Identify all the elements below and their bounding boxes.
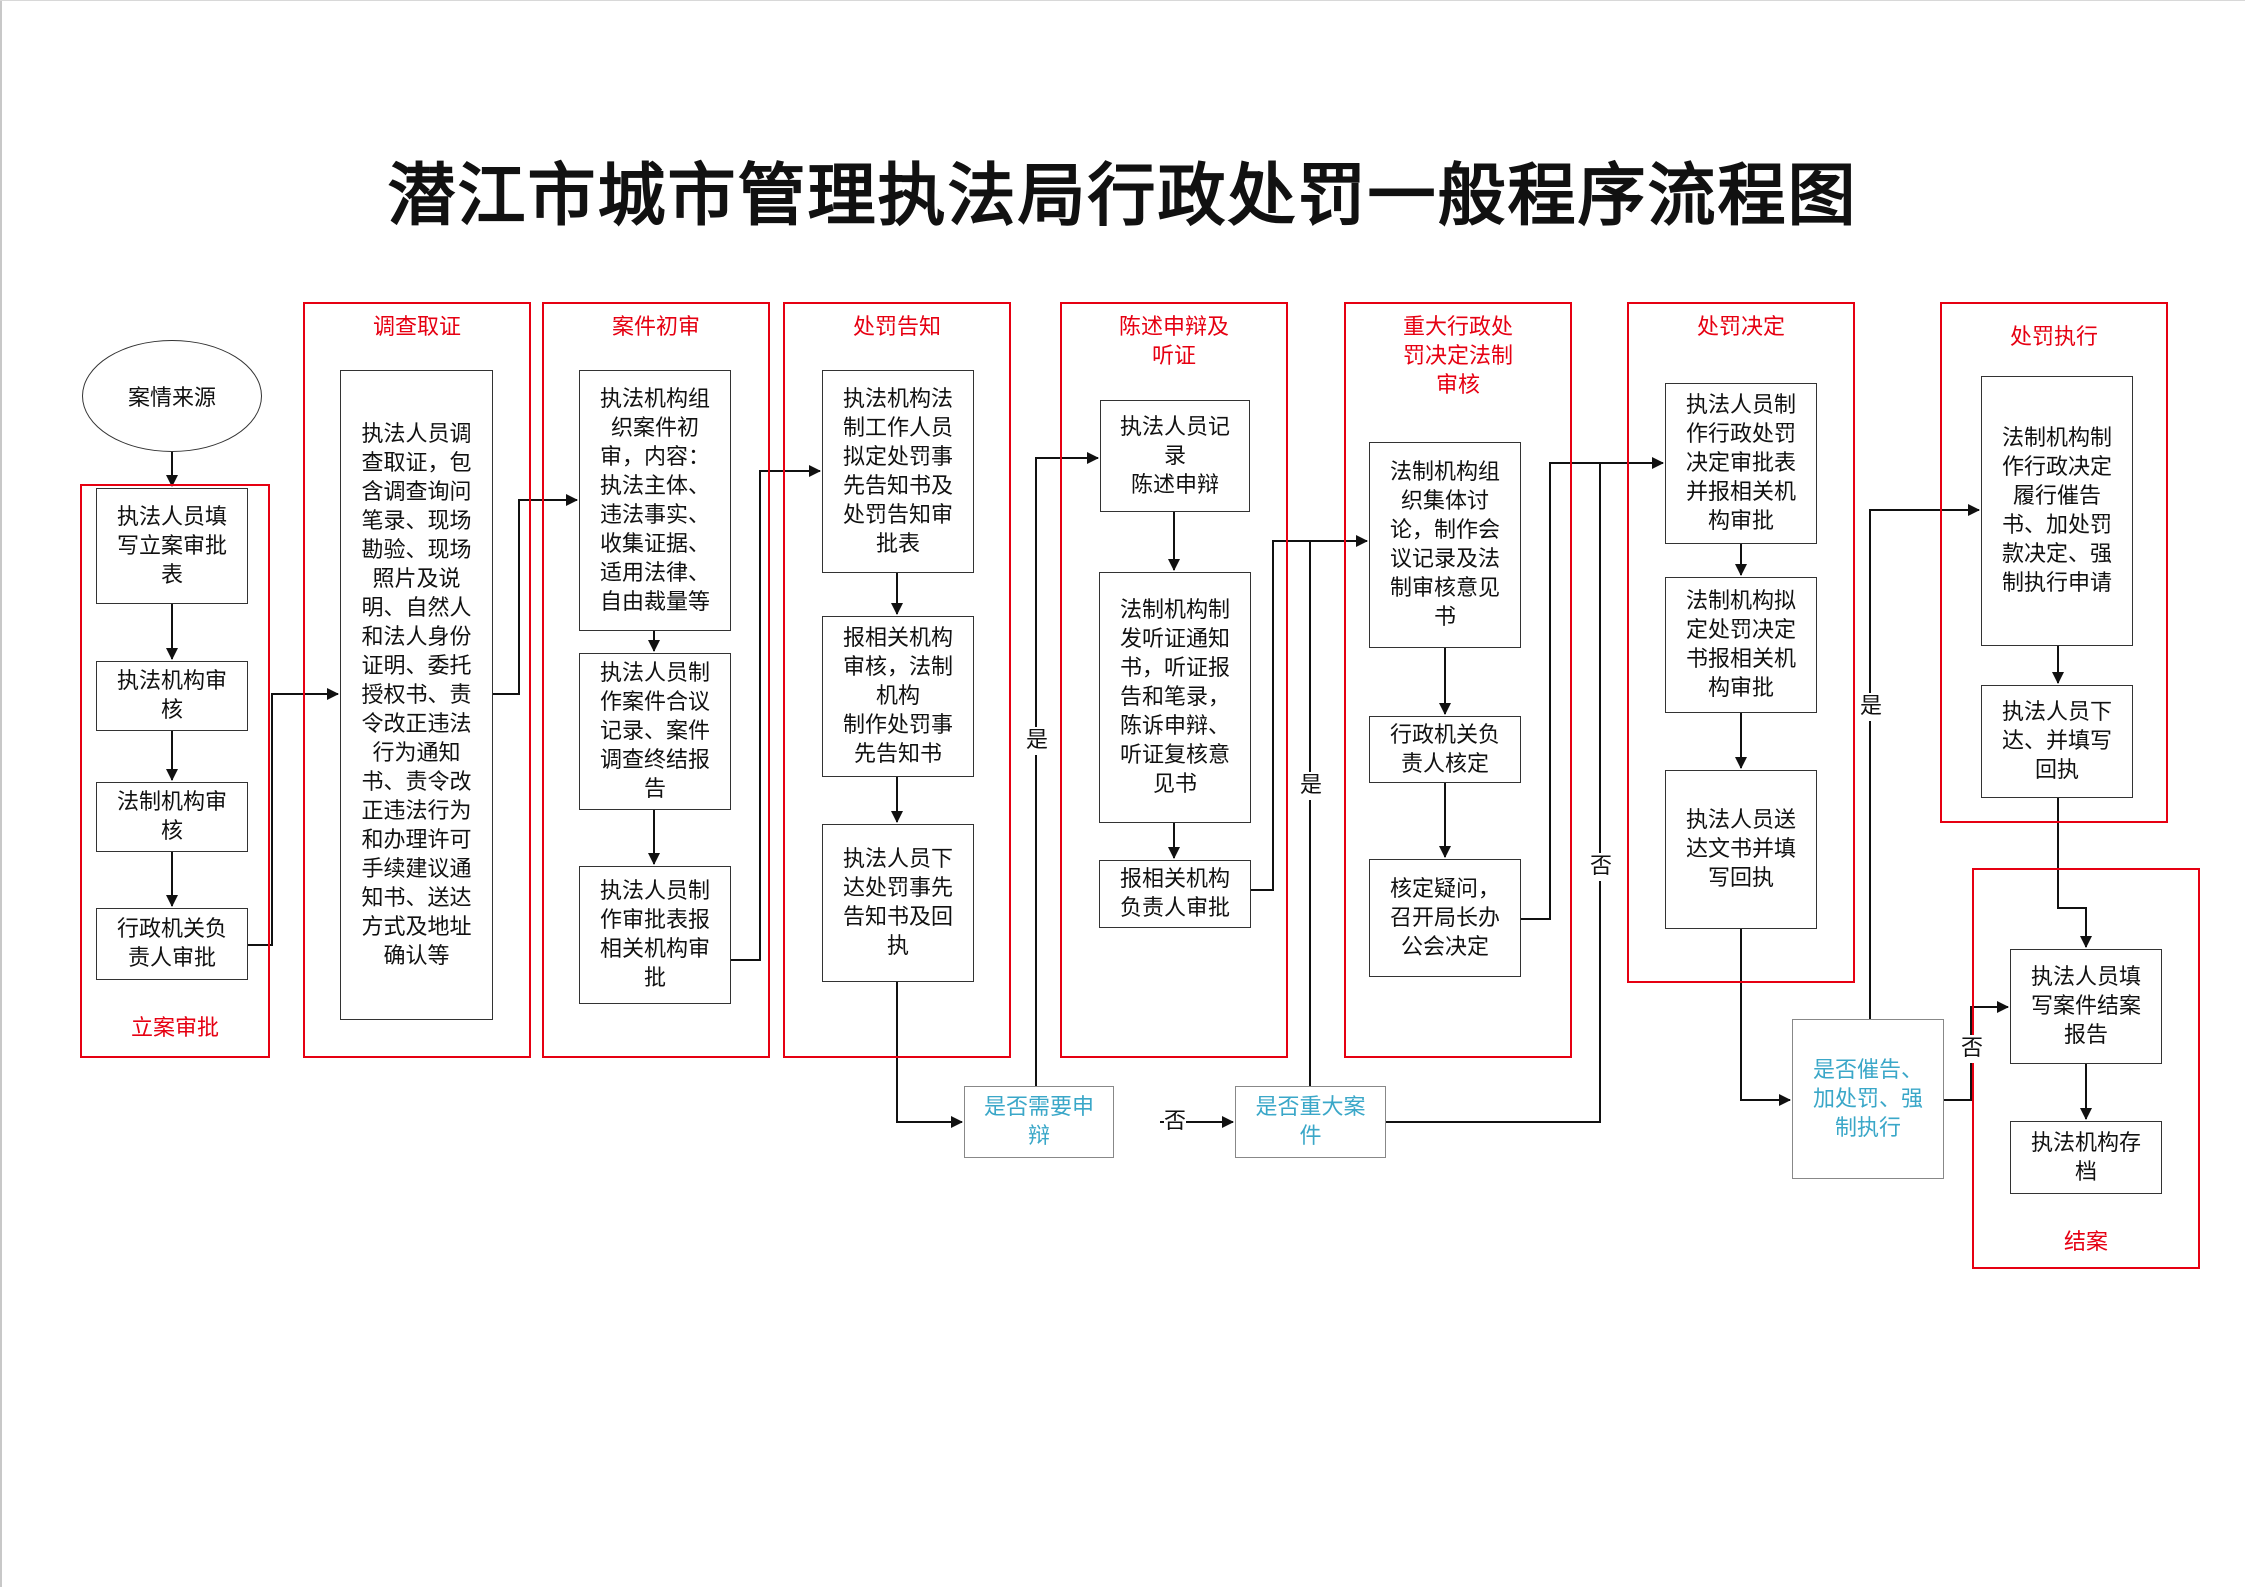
box-hearing-notice: 法制机构制 发听证通知 书，听证报 告和笔录， 陈诉申辩、 听证复核意 见书 — [1099, 572, 1251, 823]
stage-closing-label: 结案 — [2063, 1230, 2108, 1255]
arrow-notice-to-d1 — [896, 982, 963, 1128]
box-head-verification: 行政机关负 责人核定 — [1369, 716, 1521, 783]
stage-legal-review-label: 重大行政处 罚决定法制 审核 — [1402, 315, 1513, 398]
box-issue-and-receipt-text: 执法人员下 达、并填写 回执 — [2001, 700, 2112, 783]
arrow-d1-yes-to-hearing — [1035, 452, 1099, 1086]
edge-label-d1-yes: 是 — [1026, 727, 1049, 755]
box-head-verification-text: 行政机关负 责人核定 — [1389, 722, 1500, 777]
edge-label-d2-no: 否 — [1590, 853, 1613, 881]
page-border-left — [0, 0, 2, 1587]
arrow-d3-yes-to-execution — [1869, 504, 1980, 1019]
box-head-approval-text: 行政机关负 责人审批 — [116, 917, 227, 971]
start-terminal: 案情来源 — [82, 340, 262, 452]
stage-hearing — [1060, 302, 1288, 1058]
box-serve-documents-text: 执法人员送 达文书并填 写回执 — [1685, 808, 1796, 891]
edge-label-d3-yes: 是 — [1860, 693, 1883, 721]
box-investigation-text: 执法人员调 查取证，包 含调查询问 笔录、现场 勘验、现场 照片及说 明、自然人… — [361, 421, 472, 969]
box-notice-review: 报相关机构 审核，法制 机构 制作处罚事 先告知书 — [822, 616, 974, 777]
box-hearing-notice-text: 法制机构制 发听证通知 书，听证报 告和笔录， 陈诉申辩、 听证复核意 见书 — [1119, 598, 1230, 797]
box-enforcement-agency-review: 执法机构审 核 — [96, 661, 248, 731]
stage-investigation — [303, 302, 531, 1058]
box-enforcement-documents-text: 法制机构制 作行政决定 履行催告 书、加处罚 款决定、强 制执行申请 — [2001, 426, 2112, 596]
edge-label-d1-no: 否 — [1164, 1108, 1187, 1136]
box-legal-agency-review-text: 法制机构审 核 — [116, 790, 227, 844]
stage-preliminary — [542, 302, 770, 1058]
edge-label-d2-yes: 是 — [1300, 772, 1323, 800]
box-deliberation-record-text: 执法人员制 作案件合议 记录、案件 调查终结报 告 — [599, 661, 710, 802]
box-fill-filing-form: 执法人员填 写立案审批 表 — [96, 488, 248, 604]
stage-closing — [1972, 868, 2200, 1269]
box-closing-report: 执法人员填 写案件结案 报告 — [2010, 949, 2162, 1064]
box-closing-report-text: 执法人员填 写案件结案 报告 — [2030, 965, 2141, 1048]
box-notice-review-text: 报相关机构 审核，法制 机构 制作处罚事 先告知书 — [842, 626, 953, 767]
box-record-statement-text: 执法人员记 录 陈述申辩 — [1119, 414, 1230, 498]
start-label: 案情来源 — [127, 386, 216, 411]
stage-investigation-label: 调查取证 — [372, 315, 461, 340]
box-enforcement-agency-review-text: 执法机构审 核 — [116, 669, 227, 723]
stage-filing-label: 立案审批 — [130, 1016, 219, 1041]
box-approval-form-text: 执法人员制 作审批表报 相关机构审 批 — [599, 879, 710, 991]
arrow-hearing-to-legal-review — [1249, 535, 1368, 891]
decision-enforcement-needed-text: 是否催告、 加处罚、强 制执行 — [1812, 1057, 1923, 1141]
arrow-preliminary-to-notice — [731, 465, 821, 961]
box-hearing-approval: 报相关机构 负责人审批 — [1099, 860, 1251, 928]
line-d2-no-to-decision — [1386, 463, 1601, 1123]
box-collective-discussion: 法制机构组 织集体讨 论，制作会 议记录及法 制审核意见 书 — [1369, 442, 1521, 648]
box-archive-text: 执法机构存 档 — [2030, 1130, 2141, 1185]
stage-filing — [80, 484, 270, 1058]
box-draft-decision-text: 法制机构拟 定处罚决定 书报相关机 构审批 — [1685, 589, 1796, 701]
box-preliminary-review: 执法机构组 织案件初 审，内容： 执法主体、 违法事实、 收集证据、 适用法律、… — [579, 370, 731, 631]
box-director-meeting-text: 核定疑问， 召开局长办 公会决定 — [1389, 876, 1500, 960]
arrow-execution-to-closing — [2057, 798, 2092, 948]
box-preliminary-review-text: 执法机构组 织案件初 审，内容： 执法主体、 违法事实、 收集证据、 适用法律、… — [599, 386, 710, 615]
arrow-f4-to-investigation — [248, 688, 339, 946]
box-hearing-approval-text: 报相关机构 负责人审批 — [1119, 867, 1230, 921]
stage-decision — [1627, 302, 1855, 983]
box-investigation: 执法人员调 查取证，包 含调查询问 笔录、现场 勘验、现场 照片及说 明、自然人… — [340, 370, 493, 1020]
stage-execution-label: 处罚执行 — [2009, 325, 2098, 350]
edge-label-d3-no: 否 — [1961, 1035, 1984, 1063]
box-head-approval: 行政机关负 责人审批 — [96, 908, 248, 980]
box-collective-discussion-text: 法制机构组 织集体讨 论，制作会 议记录及法 制审核意见 书 — [1389, 460, 1500, 630]
stage-legal-review — [1344, 302, 1572, 1058]
box-decision-approval-form: 执法人员制 作行政处罚 决定审批表 并报相关机 构审批 — [1665, 383, 1817, 544]
box-draft-notice-text: 执法机构法 制工作人员 拟定处罚事 先告知书及 处罚告知审 批表 — [842, 386, 953, 557]
stage-execution — [1940, 302, 2168, 823]
box-issue-and-receipt: 执法人员下 达、并填写 回执 — [1981, 685, 2133, 798]
box-record-statement: 执法人员记 录 陈述申辩 — [1100, 400, 1250, 512]
decision-enforcement-needed: 是否催告、 加处罚、强 制执行 — [1792, 1019, 1944, 1179]
box-serve-documents: 执法人员送 达文书并填 写回执 — [1665, 770, 1817, 929]
box-archive: 执法机构存 档 — [2010, 1121, 2162, 1194]
box-draft-decision: 法制机构拟 定处罚决定 书报相关机 构审批 — [1665, 577, 1817, 713]
box-enforcement-documents: 法制机构制 作行政决定 履行催告 书、加处罚 款决定、强 制执行申请 — [1981, 376, 2133, 646]
stage-hearing-label: 陈述申辩及 听证 — [1118, 315, 1229, 369]
arrow-investigation-to-preliminary — [493, 494, 578, 695]
stage-preliminary-label: 案件初审 — [611, 315, 700, 340]
decision-major-case-text: 是否重大案 件 — [1255, 1095, 1366, 1149]
flowchart-title: 潜江市城市管理执法局行政处罚一般程序流程图 — [387, 156, 1858, 236]
stage-decision-label: 处罚决定 — [1696, 315, 1785, 340]
decision-need-defense-text: 是否需要申 辩 — [983, 1095, 1094, 1149]
box-fill-filing-form-text: 执法人员填 写立案审批 表 — [116, 504, 227, 588]
box-decision-approval-form-text: 执法人员制 作行政处罚 决定审批表 并报相关机 构审批 — [1685, 393, 1796, 534]
decision-need-defense: 是否需要申 辩 — [964, 1086, 1114, 1158]
decision-major-case: 是否重大案 件 — [1235, 1086, 1386, 1158]
box-issue-notice: 执法人员下 达处罚事先 告知书及回 执 — [822, 824, 974, 982]
arrow-decision-to-d3 — [1740, 929, 1791, 1106]
box-legal-agency-review: 法制机构审 核 — [96, 782, 248, 852]
stage-notice-label: 处罚告知 — [852, 315, 941, 340]
box-issue-notice-text: 执法人员下 达处罚事先 告知书及回 执 — [842, 847, 953, 959]
box-director-meeting: 核定疑问， 召开局长办 公会决定 — [1369, 859, 1521, 977]
stage-notice — [783, 302, 1011, 1058]
box-approval-form: 执法人员制 作审批表报 相关机构审 批 — [579, 866, 731, 1004]
arrow-legal-review-to-decision — [1521, 457, 1664, 920]
box-draft-notice: 执法机构法 制工作人员 拟定处罚事 先告知书及 处罚告知审 批表 — [822, 370, 974, 573]
box-deliberation-record: 执法人员制 作案件合议 记录、案件 调查终结报 告 — [579, 653, 731, 810]
page-border-top — [0, 0, 2245, 1]
